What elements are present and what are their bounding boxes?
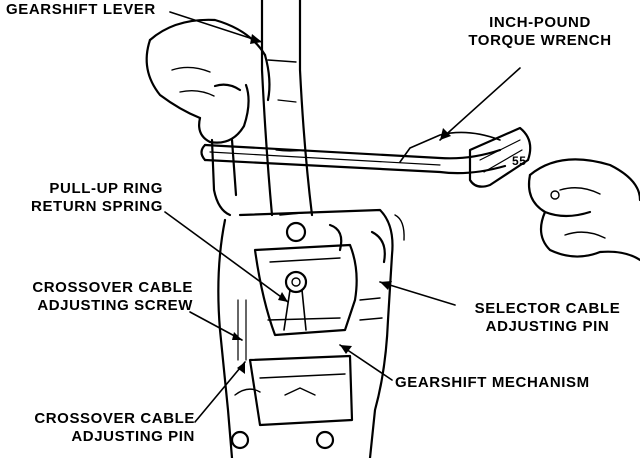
label-torque-wrench: INCH-POUND TORQUE WRENCH: [440, 14, 640, 50]
label-crossover-pin-line-1: CROSSOVER CABLE: [34, 410, 195, 427]
label-selector-pin-line-1: SELECTOR CABLE: [474, 300, 621, 317]
torque-wrench-shape: [200, 126, 532, 188]
wrench-scale-reading-text: 55: [512, 154, 527, 168]
label-crossover-screw-line-1: CROSSOVER CABLE: [32, 279, 193, 296]
label-pull-up-ring-line-1: PULL-UP RING: [49, 180, 163, 197]
leader-lines: [164, 11, 521, 423]
label-crossover-screw: CROSSOVER CABLE ADJUSTING SCREW: [0, 279, 193, 315]
left-hand-shape: [145, 18, 271, 217]
label-gearshift-mechanism: GEARSHIFT MECHANISM: [395, 374, 590, 392]
label-gearshift-lever-text: GEARSHIFT LEVER: [6, 1, 156, 18]
label-pull-up-ring: PULL-UP RING RETURN SPRING: [0, 180, 163, 216]
label-gearshift-lever: GEARSHIFT LEVER: [6, 1, 156, 19]
gearshift-mechanism-shape: [217, 208, 405, 458]
label-selector-pin: SELECTOR CABLE ADJUSTING PIN: [455, 300, 640, 336]
label-crossover-pin-line-2: ADJUSTING PIN: [71, 428, 195, 445]
gearshift-lever-shape: [260, 0, 314, 217]
label-crossover-screw-line-2: ADJUSTING SCREW: [37, 297, 193, 314]
label-gearshift-mechanism-text: GEARSHIFT MECHANISM: [395, 374, 590, 391]
wrench-scale-reading: 55: [512, 152, 527, 170]
label-torque-wrench-line-2: TORQUE WRENCH: [468, 32, 612, 49]
right-hand-shape: [527, 158, 640, 262]
label-torque-wrench-line-1: INCH-POUND: [489, 14, 591, 31]
label-crossover-pin: CROSSOVER CABLE ADJUSTING PIN: [0, 410, 195, 446]
label-pull-up-ring-line-2: RETURN SPRING: [31, 198, 163, 215]
label-selector-pin-line-2: ADJUSTING PIN: [485, 318, 610, 335]
